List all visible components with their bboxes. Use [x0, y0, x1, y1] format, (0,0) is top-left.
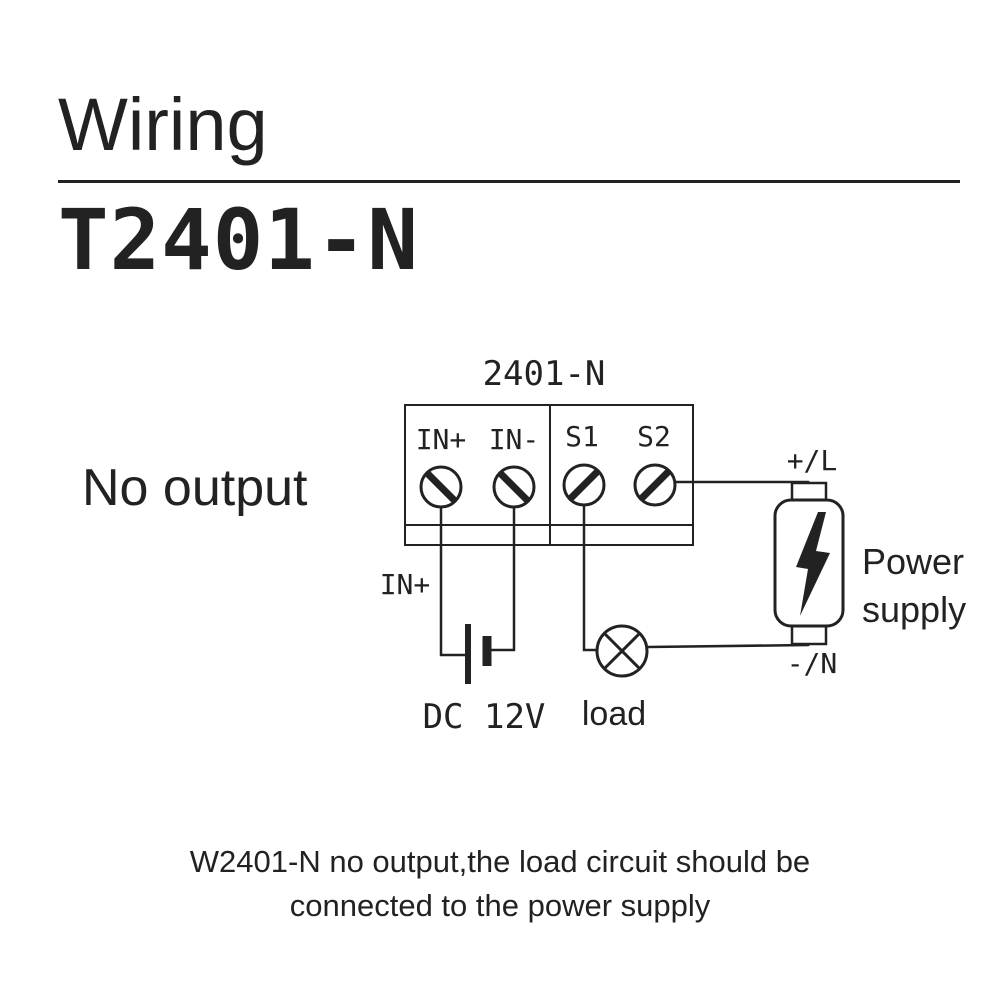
output-mode-label: No output [82, 459, 308, 517]
wire-s1-to-load [582, 505, 596, 652]
battery-label: DC 12V [423, 697, 546, 737]
title-divider [58, 180, 960, 183]
page-title: Wiring [58, 83, 268, 166]
load-label: load [582, 695, 646, 733]
wire-load-to-supply-negative [647, 635, 810, 649]
terminal-block [404, 404, 694, 546]
terminal-label-s2: S2 [637, 420, 671, 453]
supply-positive-label: +/L [787, 444, 838, 477]
model-heading: T2401-N [58, 191, 420, 289]
caption-line2: connected to the power supply [289, 888, 711, 923]
wire-s2-to-supply-positive [675, 480, 810, 485]
module-label: 2401-N [483, 354, 606, 394]
terminal-label-in-minus: IN- [489, 423, 540, 456]
screw-terminal-s2-icon [633, 463, 677, 507]
caption: W2401-N no output,the load circuit shoul… [100, 840, 900, 928]
supply-label-line1: Power [862, 541, 964, 582]
wire-in-minus [487, 507, 516, 652]
input-wire-label: IN+ [380, 568, 431, 601]
terminal-label-s1: S1 [565, 420, 599, 453]
power-supply-icon [773, 481, 845, 646]
load-lamp-icon [595, 624, 649, 678]
battery-icon [465, 624, 492, 684]
supply-negative-label: -/N [787, 647, 838, 680]
wire-in-plus [439, 507, 468, 657]
screw-terminal-in-plus-icon [419, 465, 463, 509]
supply-label-line2: supply [862, 589, 966, 630]
lightning-bolt-icon [796, 512, 830, 616]
terminal-label-in-plus: IN+ [416, 423, 467, 456]
caption-line1: W2401-N no output,the load circuit shoul… [189, 844, 811, 879]
screw-terminal-in-minus-icon [492, 465, 536, 509]
screw-terminal-s1-icon [562, 463, 606, 507]
